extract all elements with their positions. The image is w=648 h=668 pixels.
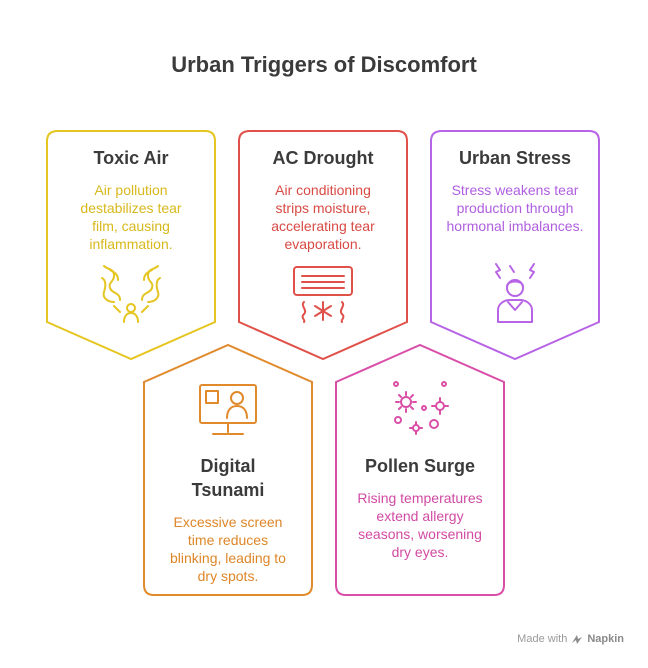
polluted-air-icon: [101, 265, 161, 323]
card-shape-digital-tsunami: [143, 343, 313, 596]
card-title-pollen-surge: Pollen Surge: [364, 456, 476, 476]
air-conditioner-icon: [293, 266, 353, 323]
card-title-urban-stress: Urban Stress: [458, 148, 572, 168]
computer-screen-icon: [199, 384, 257, 435]
card-desc-pollen-surge: Rising temperatures extend allergy seaso…: [357, 490, 483, 560]
made-with-label: Made with: [517, 633, 568, 645]
card-shape-pollen-surge: [335, 343, 505, 596]
diagram-title: Urban Triggers of Discomfort: [171, 52, 477, 77]
card-shape-toxic-air: [46, 130, 216, 361]
napkin-logo-icon: [572, 635, 583, 644]
card-title-toxic-air: Toxic Air: [93, 148, 169, 168]
card-shape-ac-drought: [238, 130, 408, 361]
card-desc-digital-tsunami: Excessive screen time reduces blinking, …: [170, 514, 286, 584]
stressed-person-icon: [495, 263, 535, 323]
card-title-ac-drought: AC Drought: [272, 148, 374, 168]
card-desc-toxic-air: Air pollution destabilizes tear film, ca…: [80, 182, 182, 252]
pollen-icon: [393, 381, 449, 435]
card-shape-urban-stress: [430, 130, 600, 361]
napkin-brand: Napkin: [587, 633, 624, 645]
card-desc-urban-stress: Stress weakens tear production through h…: [446, 182, 584, 234]
card-title-digital-tsunami: Digital Tsunami: [191, 456, 265, 500]
card-desc-ac-drought: Air conditioning strips moisture, accele…: [271, 182, 375, 252]
napkin-attribution[interactable]: Made with Napkin: [517, 633, 624, 645]
